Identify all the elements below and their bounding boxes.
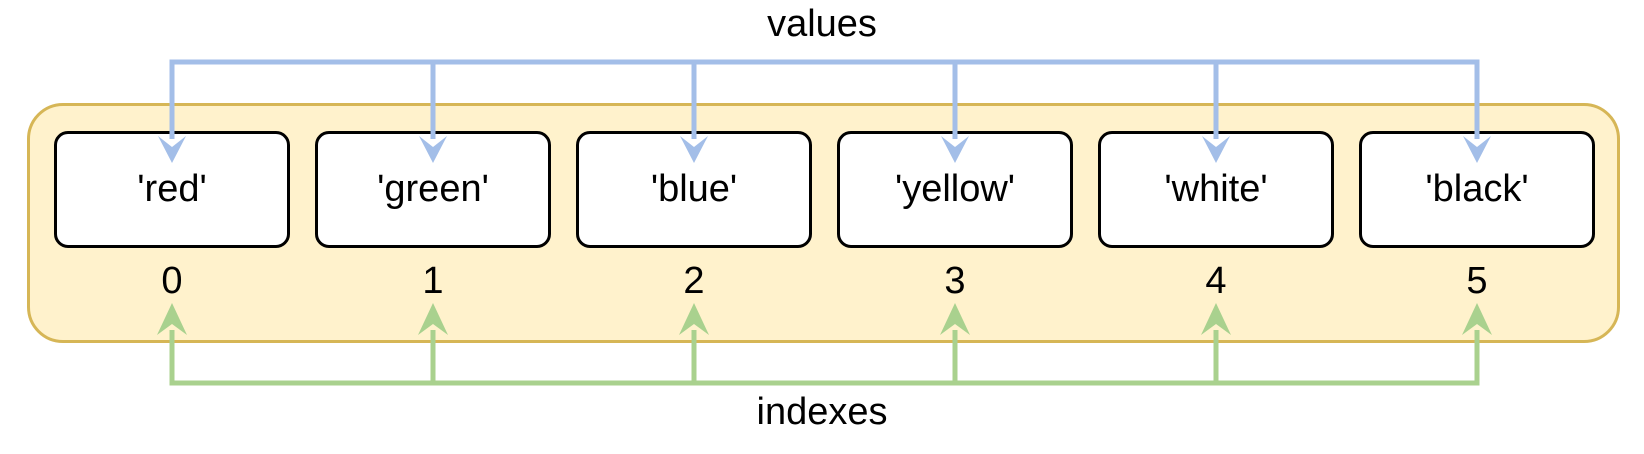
cell-value: 'yellow' — [894, 168, 1016, 210]
index-label: 0 — [161, 260, 183, 302]
cell-value: 'black' — [1425, 168, 1529, 210]
list-cell: 'blue' — [576, 131, 812, 248]
cell-value: 'red' — [137, 168, 207, 210]
list-cell: 'white' — [1098, 131, 1334, 248]
index-label: 2 — [683, 260, 705, 302]
index-label: 5 — [1466, 260, 1488, 302]
cell-value: 'blue' — [650, 168, 738, 210]
index-label: 4 — [1205, 260, 1227, 302]
cell-value: 'white' — [1164, 168, 1268, 210]
index-label: 1 — [422, 260, 444, 302]
index-label: 3 — [944, 260, 966, 302]
cell-value: 'green' — [377, 168, 489, 210]
list-cell: 'black' — [1359, 131, 1595, 248]
values-label: values — [767, 3, 877, 45]
list-cell: 'yellow' — [837, 131, 1073, 248]
indexes-label: indexes — [756, 391, 888, 433]
list-cell: 'green' — [315, 131, 551, 248]
list-cell: 'red' — [54, 131, 290, 248]
list-container — [27, 103, 1620, 343]
